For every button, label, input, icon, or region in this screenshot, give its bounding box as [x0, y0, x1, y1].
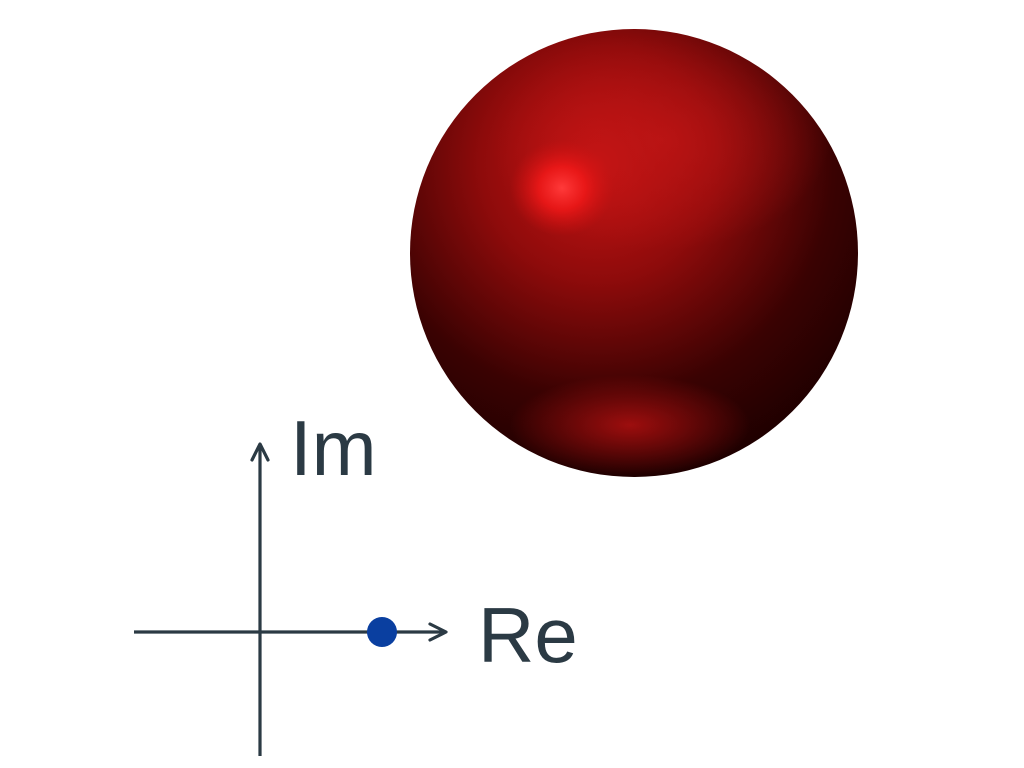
real-axis-point — [367, 617, 397, 647]
real-axis-label: Re — [478, 591, 578, 679]
imaginary-axis-label: Im — [290, 404, 377, 492]
complex-plane-axes — [134, 442, 448, 756]
red-sphere — [410, 29, 858, 477]
